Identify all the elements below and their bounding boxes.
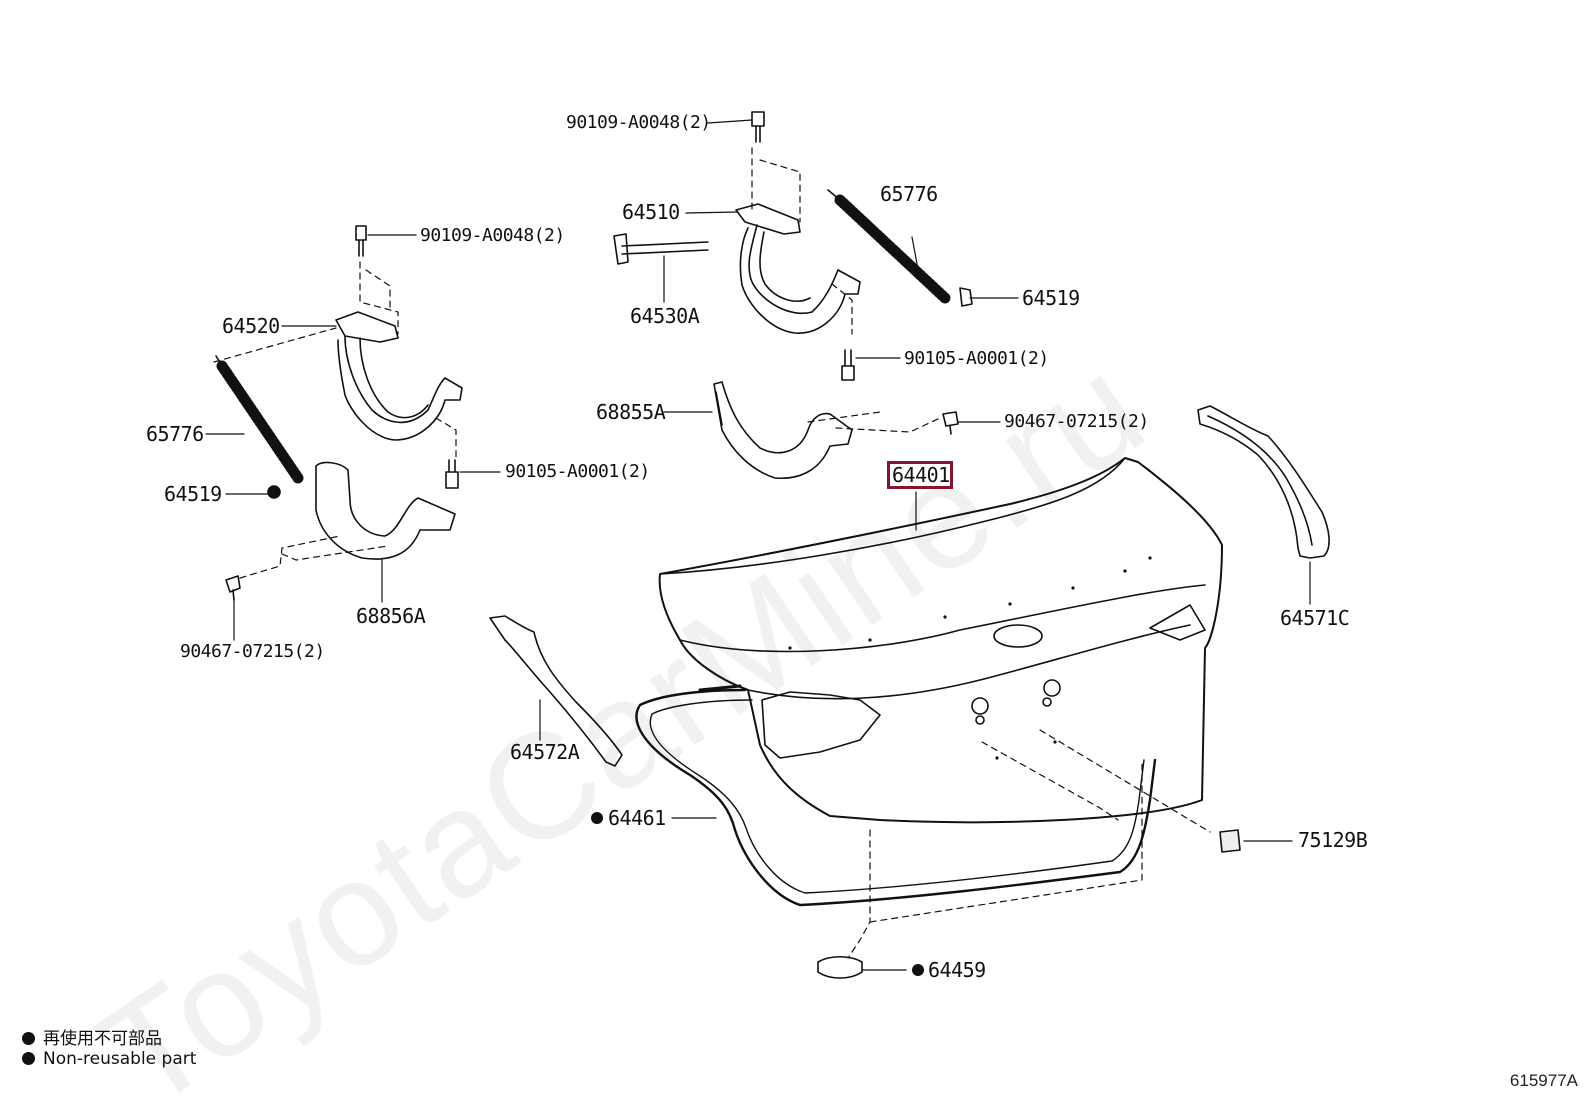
label-spring-left: 65776 bbox=[146, 422, 204, 446]
trunk-lid bbox=[658, 457, 1223, 824]
legend-jp-text: 再使用不可部品 bbox=[43, 1029, 162, 1049]
leader-lines bbox=[205, 119, 1311, 971]
label-bolt-left-top: 90109-A0048(2) bbox=[420, 225, 565, 246]
bolts bbox=[355, 111, 855, 489]
label-weatherstrip: 64461 bbox=[608, 806, 666, 830]
label-plate: 75129B bbox=[1298, 828, 1368, 852]
label-bolt-right-bottom: 90105-A0001(2) bbox=[904, 348, 1049, 369]
cushion bbox=[817, 955, 863, 979]
hinge-cover-left bbox=[315, 461, 456, 560]
retainer-right bbox=[959, 287, 973, 307]
label-garnish-right: 64571C bbox=[1280, 606, 1350, 630]
label-rod-right: 64530A bbox=[630, 304, 700, 328]
label-cover-left: 68856A bbox=[356, 604, 426, 628]
label-bolt-right-top: 90109-A0048(2) bbox=[566, 112, 711, 133]
plate bbox=[1219, 829, 1241, 853]
label-clip-right: 90467-07215(2) bbox=[1004, 411, 1149, 432]
dashed-guides bbox=[213, 147, 1211, 959]
label-cover-right: 68855A bbox=[596, 400, 666, 424]
label-clip-left: 90467-07215(2) bbox=[180, 641, 325, 662]
hinge-right bbox=[735, 203, 861, 334]
diagram-code: 615977A bbox=[1509, 1071, 1578, 1090]
hinge-left bbox=[335, 311, 463, 441]
legend-jp: 再使用不可部品 bbox=[22, 1024, 162, 1049]
spring-right bbox=[827, 189, 951, 304]
weatherstrip bbox=[635, 684, 1157, 907]
hinge-cover-right bbox=[713, 381, 853, 480]
nonreusable-bullet bbox=[912, 964, 924, 976]
clips bbox=[225, 411, 959, 601]
garnish-left bbox=[489, 615, 623, 767]
label-cushion: 64459 bbox=[928, 958, 986, 982]
torsion-rod bbox=[613, 233, 709, 265]
label-hinge-left: 64520 bbox=[222, 314, 280, 338]
bullet-icon bbox=[22, 1032, 35, 1045]
label-garnish-left: 64572A bbox=[510, 740, 580, 764]
highlighted-part-box bbox=[887, 461, 953, 489]
label-lid: 64401 bbox=[892, 463, 950, 487]
label-retainer-right: 64519 bbox=[1022, 286, 1080, 310]
label-hinge-right: 64510 bbox=[622, 200, 680, 224]
bullet-icon bbox=[22, 1052, 35, 1065]
spring-left bbox=[215, 355, 304, 484]
legend-en: Non-reusable part bbox=[22, 1049, 196, 1069]
label-retainer-left: 64519 bbox=[164, 482, 222, 506]
garnish-right bbox=[1197, 405, 1330, 559]
label-bolt-left-bottom: 90105-A0001(2) bbox=[505, 461, 650, 482]
label-spring-right: 65776 bbox=[880, 182, 938, 206]
legend-en-text: Non-reusable part bbox=[43, 1049, 197, 1069]
nonreusable-bullet bbox=[591, 812, 603, 824]
retainer-left bbox=[267, 485, 281, 499]
